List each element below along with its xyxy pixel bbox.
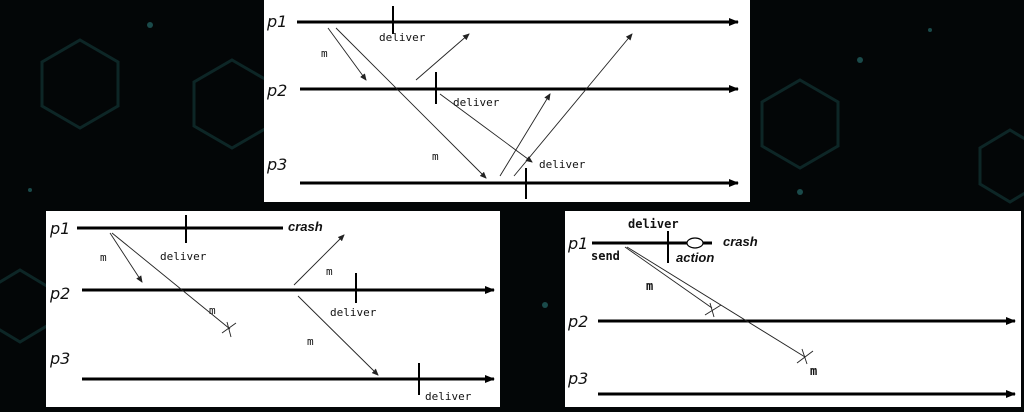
message-label: m bbox=[810, 364, 817, 378]
diagram-panel-left: p1 p2 p3 crash deliver deliver deliver m… bbox=[46, 211, 500, 407]
deliver-label: deliver bbox=[425, 390, 472, 403]
process-label-p1: p1 bbox=[266, 12, 287, 31]
process-label-p2: p2 bbox=[49, 284, 70, 303]
message-label: m bbox=[432, 150, 439, 163]
message-label: m bbox=[321, 47, 328, 60]
process-label-p2: p2 bbox=[567, 312, 588, 331]
crash-label: crash bbox=[288, 219, 323, 234]
message-arrow bbox=[513, 33, 633, 177]
message-arrow bbox=[335, 27, 487, 179]
diagram-panel-top: p1 p2 p3 deliver deliver deliver m m bbox=[264, 0, 750, 202]
message-arrow bbox=[415, 33, 470, 81]
process-label-p3: p3 bbox=[266, 155, 287, 174]
lost-message-mark bbox=[704, 304, 722, 316]
process-label-p1: p1 bbox=[567, 234, 588, 253]
action-label: action bbox=[676, 250, 714, 265]
process-label-p2: p2 bbox=[266, 81, 287, 100]
process-label-p1: p1 bbox=[49, 219, 70, 238]
message-label: m bbox=[326, 265, 333, 278]
send-label: send bbox=[591, 249, 620, 263]
deliver-label: deliver bbox=[160, 250, 207, 263]
process-label-p3: p3 bbox=[567, 369, 588, 388]
deliver-label: deliver bbox=[628, 217, 679, 231]
message-lost bbox=[111, 232, 231, 330]
message-arrow bbox=[499, 93, 551, 177]
action-marker bbox=[686, 237, 704, 249]
message-label: m bbox=[646, 279, 653, 293]
message-label: m bbox=[100, 251, 107, 264]
deliver-label: deliver bbox=[330, 306, 377, 319]
deliver-label: deliver bbox=[453, 96, 500, 109]
lost-message-mark bbox=[709, 302, 715, 318]
lost-message-mark bbox=[801, 348, 808, 365]
message-lost bbox=[626, 246, 806, 358]
crash-label: crash bbox=[723, 234, 758, 249]
deliver-label: deliver bbox=[379, 31, 426, 44]
message-label: m bbox=[307, 335, 314, 348]
message-label: m bbox=[209, 304, 216, 317]
diagram-panel-right: p1 p2 p3 deliver send action crash m m bbox=[565, 211, 1021, 407]
message-arrow bbox=[297, 295, 379, 376]
message-arrow bbox=[439, 93, 533, 163]
message-arrow bbox=[293, 234, 345, 286]
message-lost bbox=[624, 246, 713, 309]
deliver-label: deliver bbox=[539, 158, 586, 171]
lost-message-mark bbox=[226, 321, 232, 338]
process-label-p3: p3 bbox=[49, 349, 70, 368]
message-arrow bbox=[109, 232, 143, 283]
message-arrow bbox=[327, 27, 367, 81]
